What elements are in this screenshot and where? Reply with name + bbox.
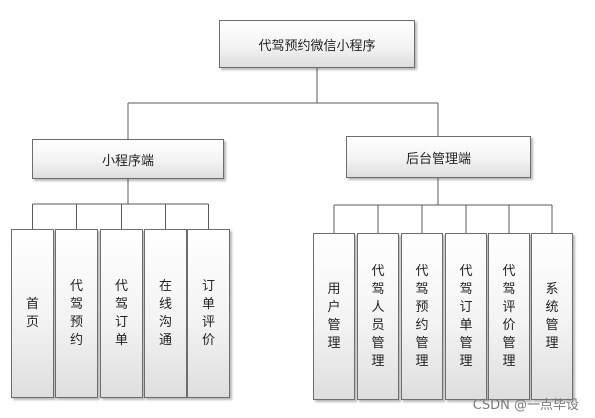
leaf-node-label: 代驾订单 [114, 278, 128, 348]
leaf-node-label: 订单评价 [201, 278, 215, 348]
leaf-node: 代驾评价管理 [488, 233, 530, 400]
leaf-node-label: 代驾订单管理 [459, 263, 473, 369]
leaf-node: 在线沟通 [144, 229, 187, 398]
leaf-node-label: 在线沟通 [158, 278, 172, 348]
leaf-node: 代驾订单 [100, 229, 143, 398]
watermark: CSDN @一点毕设 [472, 398, 579, 413]
leaf-node-label: 代驾预约 [69, 278, 83, 348]
leaf-node: 代驾预约 [55, 229, 98, 398]
leaf-node: 订单评价 [187, 229, 230, 398]
branch-node-label: 小程序端 [101, 153, 154, 169]
leaf-node-label: 代驾评价管理 [502, 263, 516, 369]
leaf-node: 代驾人员管理 [357, 233, 399, 400]
leaf-node-label: 用户管理 [327, 281, 341, 351]
branch-node-miniprogram: 小程序端 [32, 139, 224, 179]
leaf-node: 系统管理 [531, 233, 573, 400]
branch-node-label: 后台管理端 [405, 151, 471, 167]
leaf-node: 代驾订单管理 [445, 233, 487, 400]
root-node-label: 代驾预约微信小程序 [258, 38, 376, 54]
leaf-node-label: 系统管理 [545, 281, 559, 351]
leaf-node: 代驾预约管理 [401, 233, 443, 400]
root-node: 代驾预约微信小程序 [219, 20, 415, 68]
leaf-node: 用户管理 [313, 233, 355, 400]
branch-node-admin: 后台管理端 [346, 136, 531, 178]
leaf-node-label: 首页 [25, 296, 39, 330]
leaf-node-label: 代驾预约管理 [415, 263, 429, 369]
leaf-node: 首页 [11, 229, 54, 398]
leaf-node-label: 代驾人员管理 [371, 263, 385, 369]
